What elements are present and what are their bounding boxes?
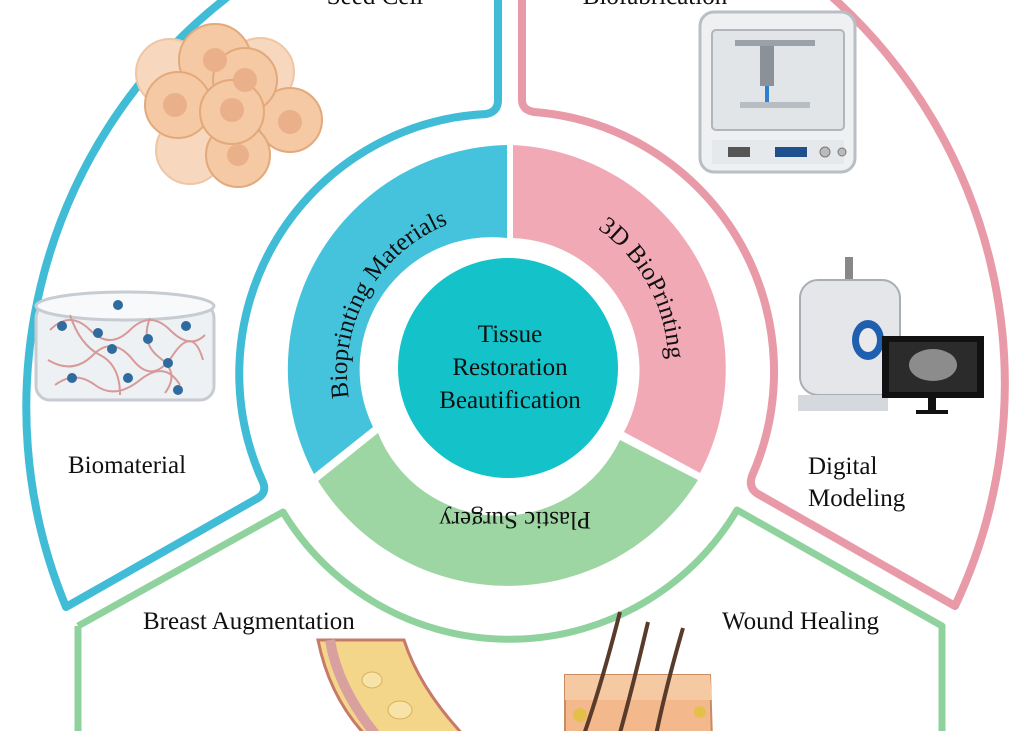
ring-segment-bioprinting-materials bbox=[287, 145, 507, 474]
label-digital: Digital bbox=[808, 453, 877, 480]
skin-section-icon bbox=[564, 611, 713, 731]
label-breast-augmentation: Breast Augmentation bbox=[143, 608, 355, 635]
outer-segment-pink bbox=[518, 0, 1009, 610]
label-seed-cell: Seed Cell bbox=[327, 0, 424, 10]
outer-segment-green bbox=[74, 506, 946, 731]
mri-scanner-icon bbox=[798, 257, 984, 414]
ring-segment-3d-bioprinting bbox=[513, 145, 726, 473]
center-circle bbox=[398, 258, 618, 478]
outer-segment-blue bbox=[22, 0, 502, 611]
ring-label-plastic-surgery: Plastic Surgery bbox=[439, 506, 591, 533]
center-line-1: Tissue bbox=[478, 321, 542, 348]
center-line-2: Restoration bbox=[452, 354, 568, 381]
breast-tissue-icon bbox=[316, 638, 462, 731]
ring-segment-plastic-surgery bbox=[318, 433, 698, 586]
center-line-3: Beautification bbox=[439, 387, 581, 414]
cell-cluster-icon bbox=[135, 23, 323, 188]
label-biofabrication: Biofabrication bbox=[583, 0, 728, 10]
bioprinter-icon bbox=[698, 10, 857, 174]
hydrogel-scaffold-icon bbox=[34, 290, 216, 402]
label-modeling: Modeling bbox=[808, 485, 906, 512]
label-wound-healing: Wound Healing bbox=[722, 608, 879, 635]
label-biomaterial: Biomaterial bbox=[68, 452, 186, 479]
